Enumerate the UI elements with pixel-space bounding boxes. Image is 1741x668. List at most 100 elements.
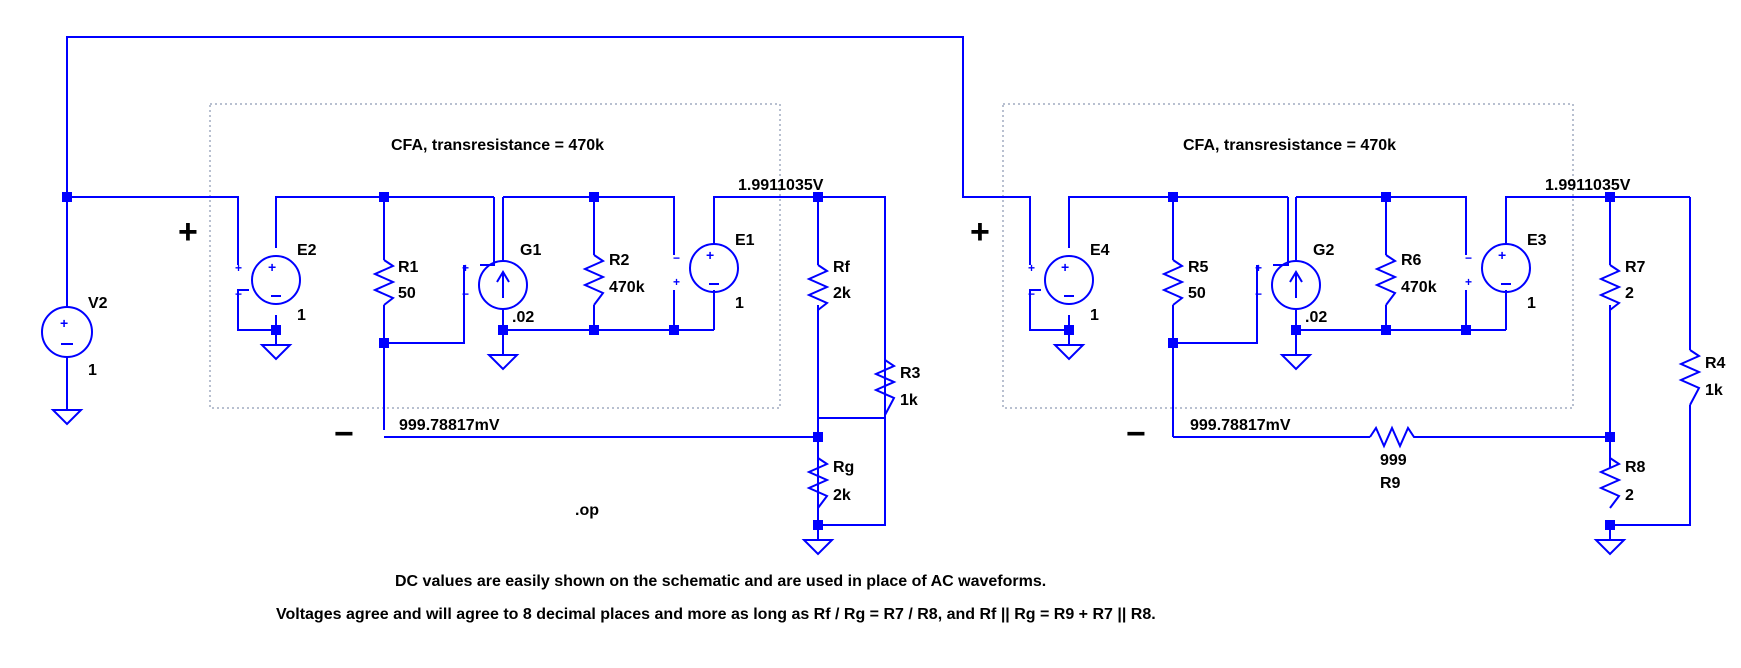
- ground-icon: [259, 344, 293, 361]
- r1-name: R1: [398, 259, 419, 276]
- rg-resistor[interactable]: [806, 457, 830, 509]
- right-junctions: [1064, 192, 1615, 530]
- left-output-voltage: 1.9911035V: [738, 177, 824, 194]
- g2-name: G2: [1313, 242, 1334, 259]
- r5-resistor[interactable]: [1161, 259, 1185, 306]
- r3-name: R3: [900, 365, 921, 382]
- ground-icon: [50, 409, 84, 426]
- e4-name: E4: [1090, 242, 1110, 259]
- right-inv-sign: −: [1126, 415, 1146, 453]
- rg-name: Rg: [833, 459, 854, 476]
- e3-name: E3: [1527, 232, 1547, 249]
- r9-resistor[interactable]: [1369, 425, 1420, 449]
- svg-text:+: +: [1028, 261, 1035, 275]
- r4-value: 1k: [1705, 382, 1723, 399]
- svg-text:+: +: [268, 259, 276, 275]
- r4-name: R4: [1705, 355, 1726, 372]
- svg-text:−: −: [235, 287, 242, 301]
- r7-resistor[interactable]: [1598, 264, 1622, 311]
- left-wires: [66, 36, 1030, 540]
- g1-value: .02: [512, 309, 534, 326]
- r8-value: 2: [1625, 487, 1634, 504]
- r6-value: 470k: [1401, 279, 1437, 296]
- svg-text:+: +: [462, 261, 469, 275]
- e2-value: 1: [297, 307, 306, 324]
- r7-value: 2: [1625, 285, 1634, 302]
- r7-name: R7: [1625, 259, 1646, 276]
- left-junctions: [62, 192, 823, 530]
- op-directive[interactable]: .op: [575, 502, 599, 519]
- r5-value: 50: [1188, 285, 1206, 302]
- right-wires: [963, 196, 1691, 540]
- svg-text:+: +: [235, 261, 242, 275]
- note-line-1: DC values are easily shown on the schema…: [395, 573, 1046, 590]
- g1-name: G1: [520, 242, 541, 259]
- r8-resistor[interactable]: [1598, 457, 1622, 509]
- r8-name: R8: [1625, 459, 1646, 476]
- svg-text:−: −: [1028, 287, 1035, 301]
- svg-text:+: +: [706, 247, 714, 263]
- ground-icon: [801, 539, 835, 556]
- left-inverting-voltage: 999.78817mV: [399, 417, 500, 434]
- r3-value: 1k: [900, 392, 918, 409]
- e2-source[interactable]: + + −: [235, 255, 301, 305]
- note-line-2: Voltages agree and will agree to 8 decim…: [276, 606, 1156, 623]
- svg-text:+: +: [1061, 259, 1069, 275]
- rg-value: 2k: [833, 487, 851, 504]
- right-cfa-title: CFA, transresistance = 470k: [1183, 137, 1396, 154]
- r2-value: 470k: [609, 279, 645, 296]
- e1-value: 1: [735, 295, 744, 312]
- ground-icon: [1052, 344, 1086, 361]
- left-inv-sign: −: [334, 415, 354, 453]
- svg-text:+: +: [673, 275, 680, 289]
- ground-icon: [1593, 539, 1627, 556]
- r5-name: R5: [1188, 259, 1209, 276]
- ground-icon: [486, 354, 520, 371]
- e3-source[interactable]: + − +: [1465, 243, 1531, 293]
- e1-source[interactable]: + − +: [673, 243, 739, 293]
- svg-text:−: −: [462, 287, 469, 301]
- g1-current-source[interactable]: + −: [462, 260, 528, 310]
- left-noninv-sign: +: [178, 213, 198, 251]
- r9-value: 999: [1380, 452, 1407, 469]
- svg-text:+: +: [1465, 275, 1472, 289]
- r2-resistor[interactable]: [582, 254, 606, 306]
- left-cfa-frame: [209, 103, 781, 409]
- e2-name: E2: [297, 242, 317, 259]
- e4-source[interactable]: + + −: [1028, 255, 1094, 305]
- svg-text:+: +: [1255, 261, 1262, 275]
- e4-value: 1: [1090, 307, 1099, 324]
- e1-name: E1: [735, 232, 755, 249]
- svg-text:−: −: [1465, 251, 1472, 265]
- r4-resistor[interactable]: [1678, 349, 1702, 406]
- rf-resistor[interactable]: [806, 264, 830, 311]
- v2-value: 1: [88, 362, 97, 379]
- g2-value: .02: [1305, 309, 1327, 326]
- r1-resistor[interactable]: [372, 259, 396, 306]
- svg-text:−: −: [673, 251, 680, 265]
- r6-name: R6: [1401, 252, 1422, 269]
- rf-value: 2k: [833, 285, 851, 302]
- e3-value: 1: [1527, 295, 1536, 312]
- right-cfa-circuit: + + − E4 1 R5 50 + − G2 .02 R6 470k +: [963, 103, 1726, 556]
- svg-text:+: +: [60, 315, 68, 331]
- right-cfa-frame: [1002, 103, 1574, 409]
- v2-voltage-source[interactable]: +: [41, 306, 93, 358]
- svg-text:+: +: [1498, 247, 1506, 263]
- right-inverting-voltage: 999.78817mV: [1190, 417, 1291, 434]
- v2-name: V2: [88, 295, 108, 312]
- svg-text:−: −: [1255, 287, 1262, 301]
- r3-resistor[interactable]: [873, 359, 897, 416]
- left-cfa-title: CFA, transresistance = 470k: [391, 137, 604, 154]
- left-cfa-circuit: + V2 1 + + − E2 1 R1 50 + − G1 .0: [41, 36, 1030, 556]
- r1-value: 50: [398, 285, 416, 302]
- ground-icon: [1279, 354, 1313, 371]
- r6-resistor[interactable]: [1374, 254, 1398, 306]
- right-noninv-sign: +: [970, 213, 990, 251]
- g2-current-source[interactable]: + −: [1255, 260, 1321, 310]
- r2-name: R2: [609, 252, 630, 269]
- r9-name: R9: [1380, 475, 1401, 492]
- rf-name: Rf: [833, 259, 851, 276]
- right-output-voltage: 1.9911035V: [1545, 177, 1631, 194]
